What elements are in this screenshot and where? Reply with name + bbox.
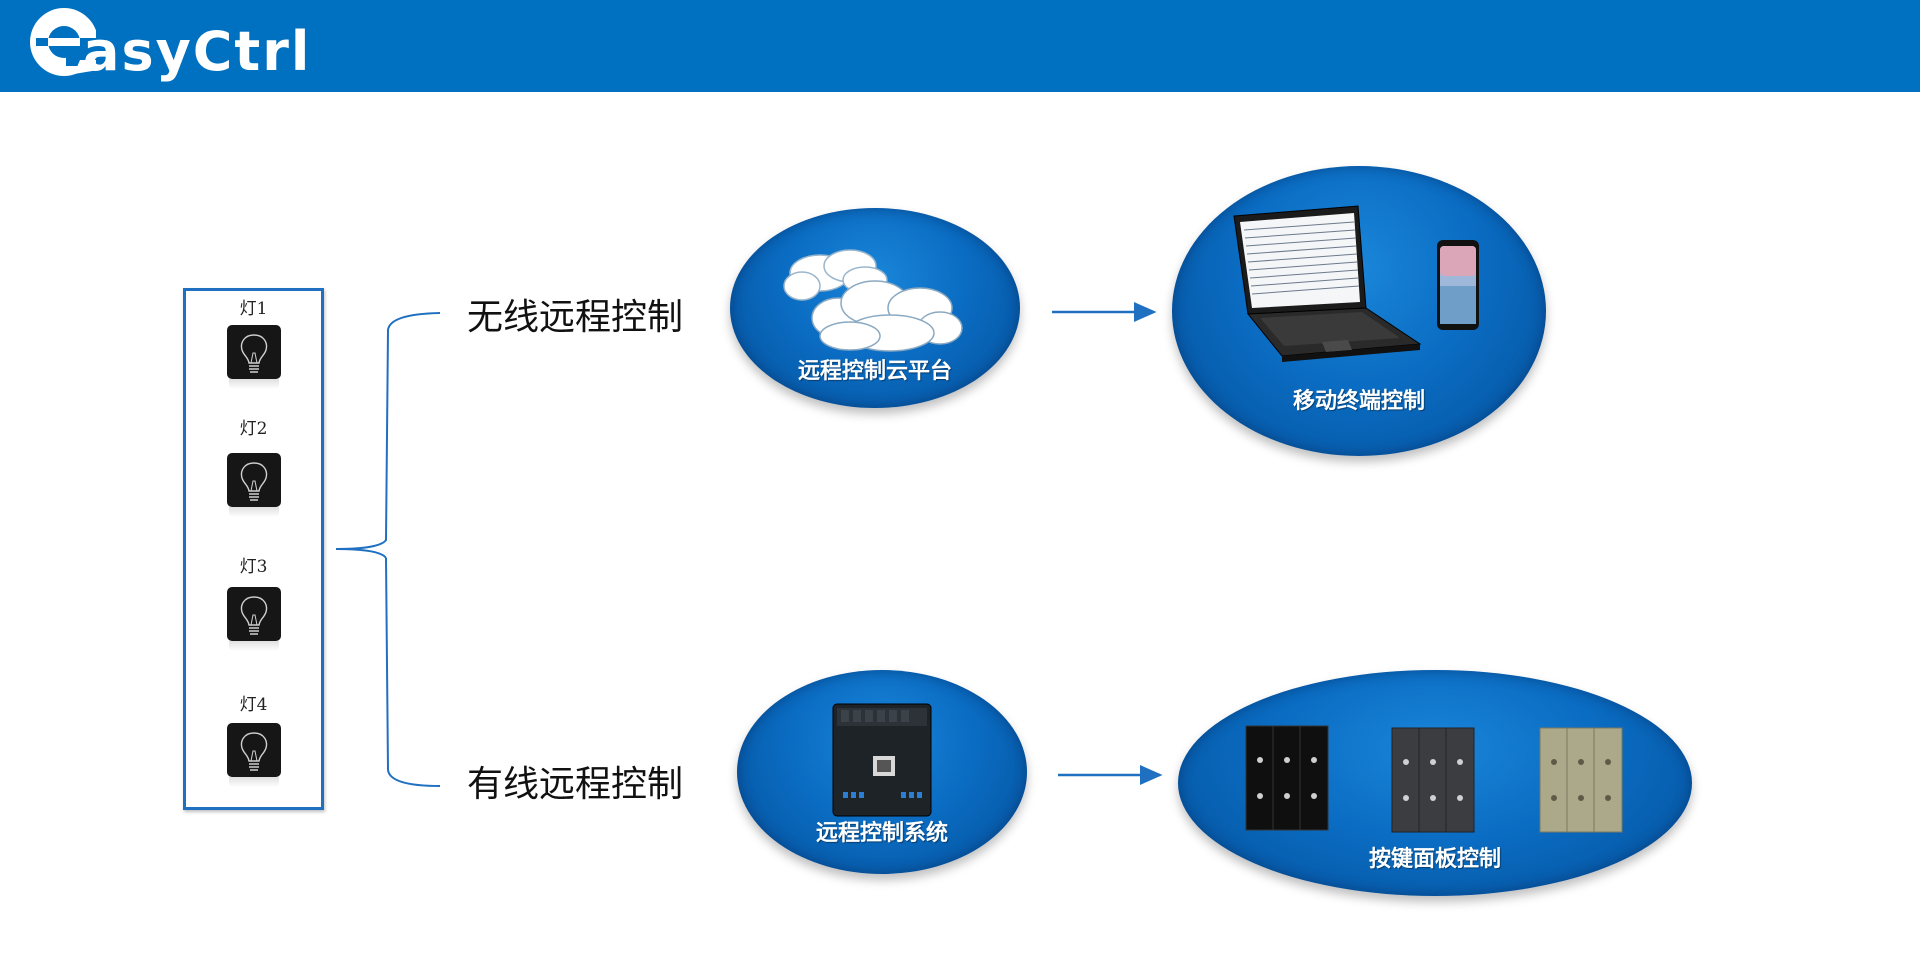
wired-control-label: 有线远程控制	[467, 764, 684, 805]
light-label: 灯2	[239, 419, 268, 439]
branch-brace	[335, 312, 441, 787]
light-label: 灯1	[239, 299, 268, 319]
lights-group: 灯1 灯2 灯3	[183, 288, 324, 810]
button-panel-label: 按键面板控制	[1368, 846, 1501, 872]
header-bar: asyCtrl	[0, 0, 1920, 92]
light-item: 灯4	[186, 695, 321, 787]
cloud-icon	[783, 249, 963, 352]
light-item: 灯3	[186, 557, 321, 651]
cloud-platform-node: 远程控制云平台	[730, 208, 1020, 408]
light-reflection	[228, 777, 279, 787]
light-item: 灯1	[186, 299, 321, 389]
button-panels-icon	[1245, 725, 1623, 833]
wireless-control-label: 无线远程控制	[467, 297, 684, 338]
light-reflection	[228, 379, 279, 389]
mobile-terminal-label: 移动终端控制	[1292, 388, 1425, 414]
light-bulb-icon	[226, 453, 281, 507]
button-panel-node: 按键面板控制	[1178, 670, 1692, 896]
logo-text: asyCtrl	[83, 20, 312, 83]
control-system-node: 远程控制系统	[737, 670, 1027, 874]
mobile-terminal-node: 移动终端控制	[1172, 166, 1546, 456]
light-reflection	[228, 507, 279, 517]
cloud-platform-label: 远程控制云平台	[797, 358, 952, 384]
light-bulb-icon	[226, 325, 281, 379]
logo-e-icon	[30, 8, 96, 76]
light-item: 灯2	[186, 419, 321, 517]
light-bulb-icon	[226, 723, 281, 777]
light-label: 灯3	[239, 557, 268, 577]
easyctrl-logo: asyCtrl	[26, 0, 326, 92]
light-label: 灯4	[239, 695, 268, 715]
light-reflection	[228, 641, 279, 651]
control-system-label: 远程控制系统	[815, 820, 948, 846]
light-bulb-icon	[226, 587, 281, 641]
control-module-icon	[832, 703, 932, 817]
laptop-phone-icon	[1233, 205, 1479, 362]
